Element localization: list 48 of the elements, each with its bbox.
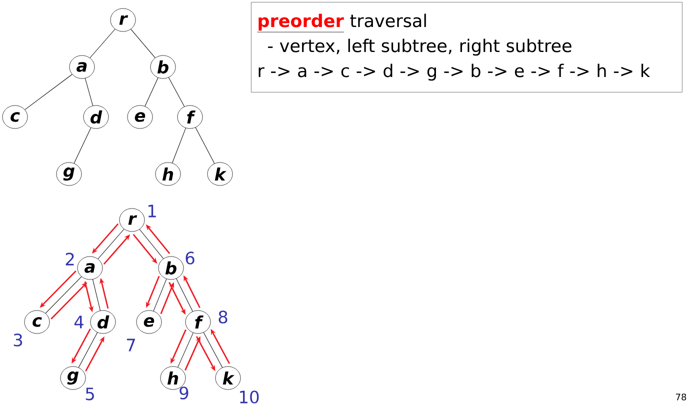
- order-number: 2: [66, 252, 74, 266]
- tree-edge: [195, 127, 215, 164]
- tree-edge: [24, 74, 72, 110]
- tree-edge: [144, 78, 158, 106]
- tree-node: e: [127, 105, 153, 129]
- tree-node: f: [177, 105, 203, 129]
- tree-edge: [90, 28, 116, 58]
- tree-edge: [84, 78, 94, 106]
- order-number: 1: [148, 204, 156, 218]
- tree-node: g: [56, 162, 82, 186]
- tree-edge: [78, 332, 98, 368]
- tree-node: d: [90, 310, 116, 334]
- page-number: 78: [676, 394, 686, 400]
- tree-edge: [74, 127, 92, 164]
- tree-node: b: [150, 55, 176, 79]
- tree-edge: [176, 278, 193, 312]
- tree-edge: [45, 276, 82, 314]
- order-number: 5: [86, 388, 94, 400]
- tree-node: r: [110, 8, 136, 32]
- tree-node: h: [155, 162, 181, 186]
- order-number: 7: [127, 338, 135, 352]
- tree-edge: [92, 279, 100, 311]
- tree-node: g: [60, 366, 86, 390]
- tree-edge: [172, 128, 186, 164]
- tree-node: a: [77, 256, 103, 280]
- text-box: preorder traversal - vertex, left subtree, right subtree r -> a -> c -> d -> g -> b -> e -> f -> h -> k: [251, 2, 682, 92]
- tree-node: a: [69, 55, 95, 79]
- order-number: 10: [240, 390, 259, 404]
- tree-node: k: [207, 162, 233, 186]
- tree-edge: [98, 228, 124, 260]
- tree-edge: [130, 28, 156, 58]
- tree-edge: [203, 332, 223, 368]
- tree-edge: [178, 332, 194, 368]
- tree-node: r: [119, 208, 145, 232]
- tree-edge: [139, 229, 164, 259]
- tree-node: f: [185, 310, 211, 334]
- tree-node: e: [136, 310, 162, 334]
- tree-node: d: [83, 105, 109, 129]
- tree-edge: [168, 77, 185, 107]
- order-number: 4: [74, 316, 84, 328]
- tree-edge: [153, 278, 167, 312]
- tree-node: k: [215, 366, 241, 390]
- order-number: 3: [14, 334, 22, 346]
- order-number: 6: [186, 252, 194, 264]
- tree-node: b: [158, 256, 184, 280]
- order-number: 8: [218, 310, 228, 324]
- tree-node: c: [24, 310, 50, 334]
- tree-node: c: [2, 105, 28, 129]
